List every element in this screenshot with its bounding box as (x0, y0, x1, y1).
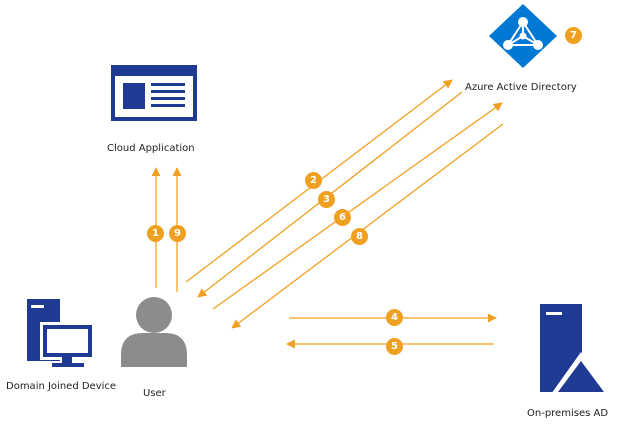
flow-arrows (151, 79, 504, 349)
domain-joined-device-icon (27, 299, 95, 367)
on-premises-ad-icon (540, 304, 611, 394)
step-badge-3: 3 (318, 191, 335, 208)
on-premises-ad-label: On-premises AD (527, 408, 609, 419)
step-badge-9: 9 (169, 225, 186, 242)
arrow-step-6 (212, 102, 503, 310)
step-badge-5: 5 (386, 338, 403, 355)
step-badge-4: 4 (386, 309, 403, 326)
step-badge-2: 2 (305, 172, 322, 189)
arrow-step-8 (231, 123, 504, 329)
user-icon (121, 297, 187, 367)
azure-ad-icon (489, 4, 557, 68)
user-label: User (143, 388, 166, 399)
step-badge-8: 8 (351, 228, 368, 245)
step-badge-6: 6 (334, 209, 351, 226)
domain-joined-device-label: Domain Joined Device (6, 381, 117, 392)
azure-ad-label: Azure Active Directory (465, 82, 577, 93)
cloud-application-label: Cloud Application (107, 143, 195, 154)
step-badge-1: 1 (147, 225, 164, 242)
step-badge-7: 7 (565, 27, 582, 44)
cloud-application-icon (111, 65, 197, 121)
